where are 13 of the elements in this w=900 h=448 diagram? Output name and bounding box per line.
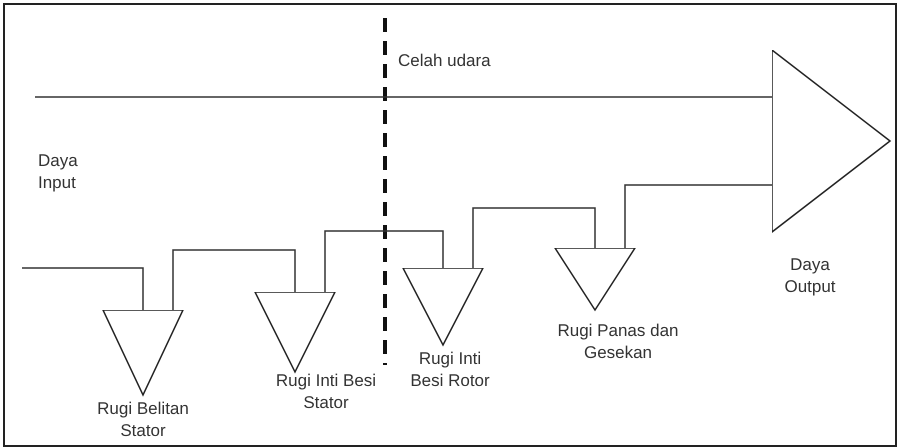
flow-line bbox=[324, 230, 444, 292]
text-label: Celah udara bbox=[398, 50, 492, 72]
node-label: Rugi Panas dan Gesekan bbox=[556, 320, 680, 364]
flow-line bbox=[172, 249, 296, 310]
text-label: Daya Input bbox=[38, 150, 79, 194]
flow-line bbox=[472, 207, 596, 268]
node-label: Rugi Belitan Stator bbox=[96, 398, 190, 442]
flow-line bbox=[21, 267, 144, 310]
node-label: Rugi Inti Besi Rotor bbox=[409, 348, 491, 392]
node-label: Daya Output bbox=[783, 254, 837, 298]
node-label: Rugi Inti Besi Stator bbox=[274, 370, 378, 414]
flow-line bbox=[624, 184, 772, 248]
flow-line bbox=[34, 96, 772, 98]
